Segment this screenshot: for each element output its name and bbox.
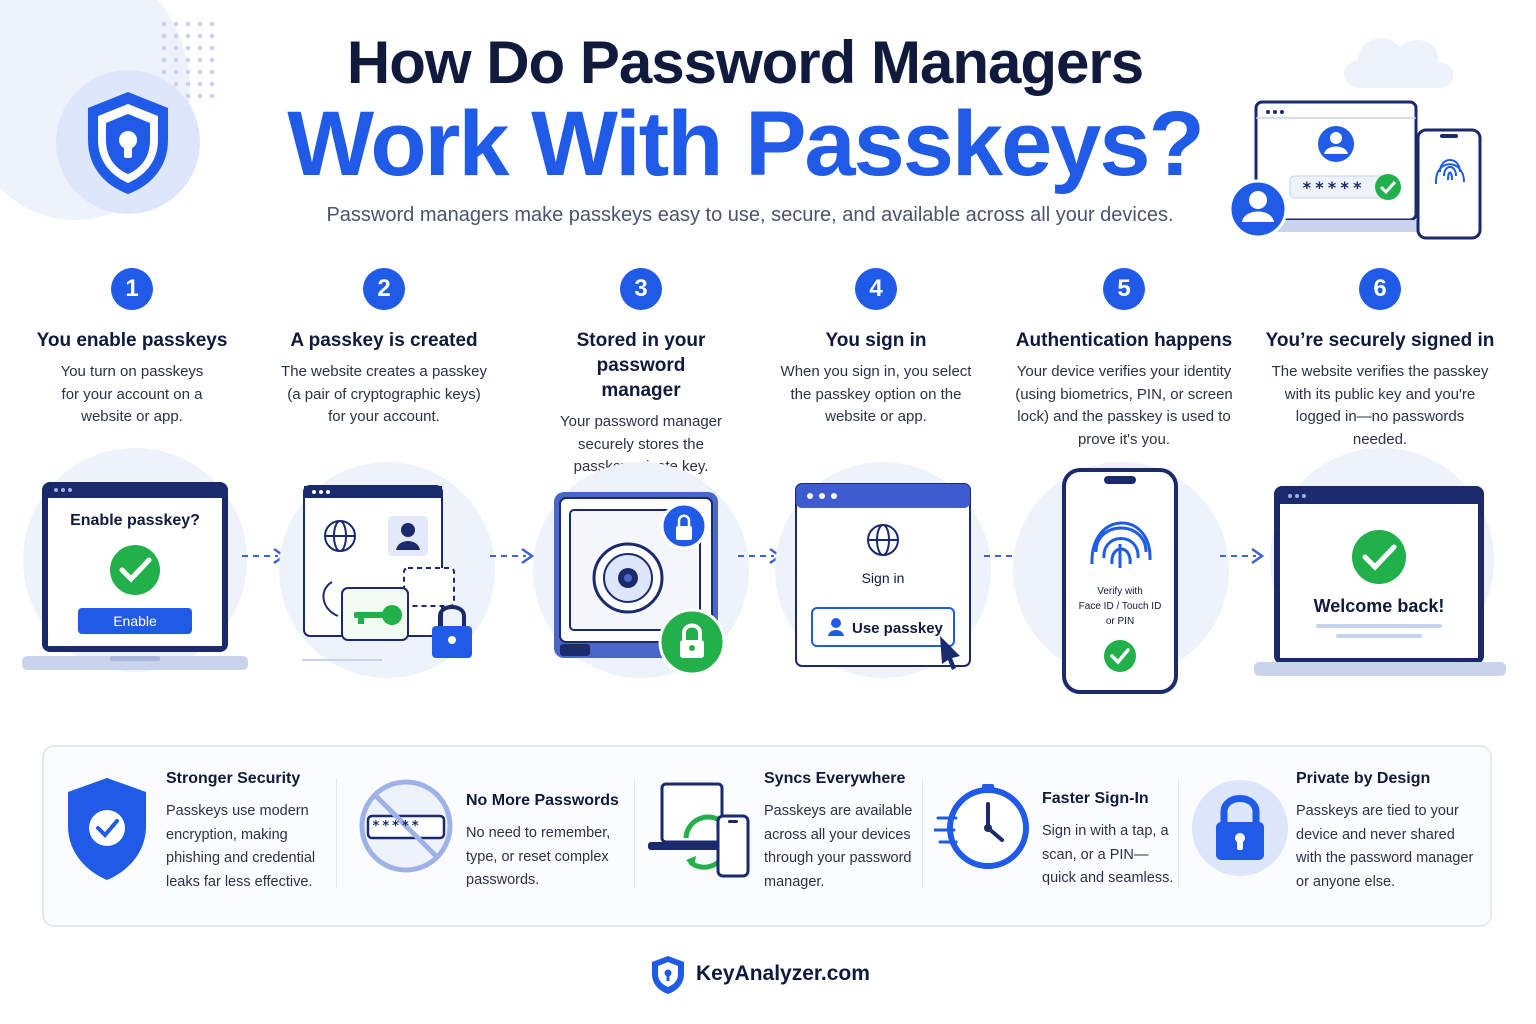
feature-description: Passkeys are tied to your device and nev… [1296,803,1474,890]
step-number: 2 [363,268,405,310]
step-description: Your device verifies your identity (usin… [1015,363,1233,448]
step-title: You enable passkeys [36,330,228,351]
browser-window-icon [775,462,991,678]
step-number: 1 [111,268,153,310]
step-5-illustration: Verify with Face ID / Touch ID or PIN [996,440,1246,710]
vault-icon [533,462,749,678]
feature-title: Faster Sign-In [1042,790,1149,807]
feature-stronger-security: Stronger Security Passkeys use modern en… [166,770,326,894]
brand-shield-icon [652,956,684,994]
verify-line-2: Face ID / Touch ID [1078,601,1162,612]
arrow-right-icon [1220,547,1265,565]
step-description: The website creates a passkey (a pair of… [281,363,487,425]
step-6: 6 You’re securely signed in The website … [1260,268,1500,451]
shield-lock-icon [88,92,168,194]
welcome-back-text: Welcome back! [1313,596,1445,616]
brand-name[interactable]: KeyAnalyzer.com [696,962,870,985]
feature-no-more-passwords: No More Passwords No need to remember, t… [466,792,626,893]
feature-title: No More Passwords [466,792,619,809]
step-4: 4 You sign in When you sign in, you sele… [756,268,996,429]
step-6-illustration: Welcome back! [1254,440,1510,710]
sync-devices-icon [648,782,750,878]
step-4-illustration: Sign in Use passkey [760,440,1010,710]
step-title: A passkey is created [290,330,478,351]
hero-devices-illustration: ***** [1228,96,1488,246]
password-mask-text: ***** [372,819,422,834]
no-password-graphic [359,779,453,873]
divider [1178,778,1179,888]
step-number: 5 [1103,268,1145,310]
step-description: When you sign in, you select the passkey… [780,363,972,425]
step-5: 5 Authentication happens Your device ver… [1004,268,1244,451]
cloud-icon [1343,38,1454,88]
step-title: You’re securely signed in [1265,330,1495,351]
shield-check-icon [68,778,146,880]
divider [634,778,635,888]
arrow-right-icon [490,547,535,565]
phone-fingerprint-icon [1013,462,1229,694]
step-number: 4 [855,268,897,310]
feature-title: Private by Design [1296,770,1431,787]
step-1: 1 You enable passkeys You turn on passke… [12,268,252,429]
laptop-phone-icon [1228,100,1482,240]
step-description: You turn on passkeys for your account on… [60,363,204,425]
step-number: 3 [620,268,662,310]
password-mask-text: ***** [1302,178,1366,197]
laptop-success-icon [1254,448,1506,676]
feature-description: Sign in with a tap, a scan, or a PIN—qui… [1042,823,1174,886]
use-passkey-button[interactable]: Use passkey [852,620,943,637]
page-title-line2: Work With Passkeys? [287,93,1205,195]
verify-instructions: Verify with Face ID / Touch ID or PIN [1064,584,1176,629]
enable-prompt-text: Enable passkey? [70,512,200,529]
feature-syncs-everywhere: Syncs Everywhere Passkeys are available … [764,770,924,894]
step-number: 6 [1359,268,1401,310]
feature-title: Syncs Everywhere [764,770,906,787]
step-title: Stored in your password manager [576,330,706,401]
footer-brand: KeyAnalyzer.com [648,952,908,998]
fast-clock-icon [934,784,1029,869]
step-title: Authentication happens [1015,330,1233,351]
no-password-icon: ***** [356,776,456,876]
divider [922,778,923,888]
step-2-illustration [262,440,512,710]
key-pair-icon [279,462,495,678]
sign-in-label: Sign in [861,570,905,586]
verify-line-1: Verify with [1097,586,1143,597]
laptop-icon [22,448,248,672]
step-2: 2 A passkey is created The website creat… [264,268,504,429]
padlock-icon [1192,780,1288,876]
verify-line-3: or PIN [1105,616,1135,627]
step-1-illustration: Enable passkey? Enable [10,440,260,710]
feature-description: Passkeys are available across all your d… [764,803,913,890]
feature-faster-sign-in: Faster Sign-In Sign in with a tap, a sca… [1042,790,1182,891]
feature-title: Stronger Security [166,770,301,787]
feature-description: No need to remember, type, or reset comp… [466,825,611,888]
feature-private-by-design: Private by Design Passkeys are tied to y… [1296,770,1476,894]
enable-button[interactable]: Enable [78,608,192,634]
step-description: The website verifies the passkey with it… [1271,363,1489,448]
step-3-illustration [516,440,766,710]
hero-shield-badge [56,70,200,214]
page-title-line1: How Do Password Managers [346,29,1144,96]
page-subtitle: Password managers make passkeys easy to … [326,204,1174,226]
step-title: You sign in [825,330,927,351]
feature-description: Passkeys use modern encryption, making p… [166,803,316,890]
divider [336,778,337,888]
